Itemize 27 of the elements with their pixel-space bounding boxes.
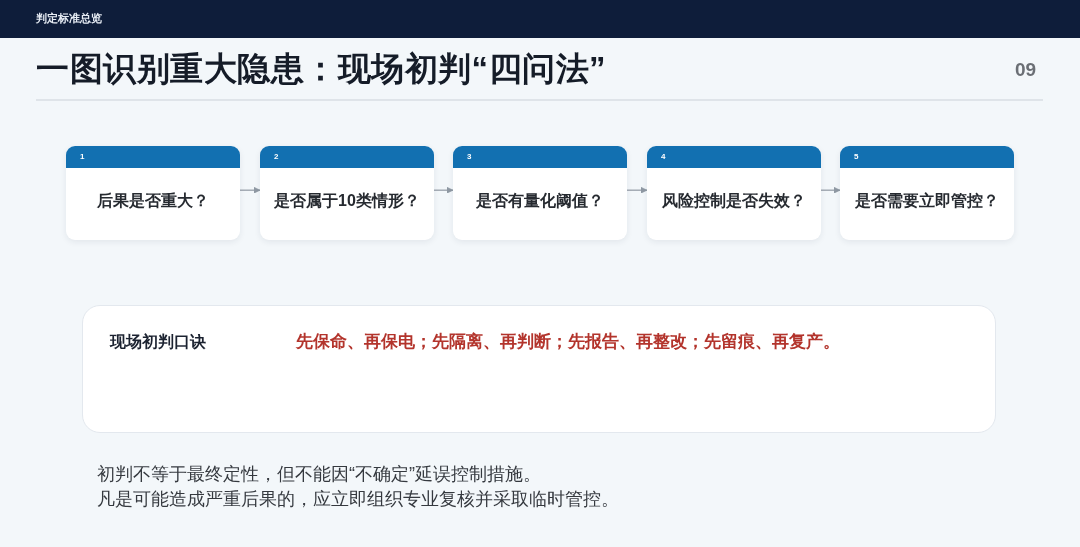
question-text: 是否有量化阈值？ xyxy=(476,191,604,211)
step-header: 2 xyxy=(260,146,434,168)
question-card xyxy=(647,146,821,240)
page-number: 09 xyxy=(1015,59,1037,81)
question-text: 风险控制是否失效？ xyxy=(662,191,806,211)
arrow xyxy=(433,186,454,194)
arrow xyxy=(626,186,648,194)
question-text: 后果是否重大？ xyxy=(97,191,209,211)
section-label: 判定标准总览 xyxy=(36,12,102,25)
step-header: 5 xyxy=(840,146,1014,168)
note-text: 凡是可能造成严重后果的，应立即组织专业复核并采取临时管控。 xyxy=(97,488,619,510)
arrow xyxy=(820,186,841,194)
arrow xyxy=(239,186,261,194)
mnemonic-panel xyxy=(82,305,996,433)
question-card xyxy=(260,146,434,240)
step-header: 3 xyxy=(453,146,627,168)
question-text: 是否属于10类情形？ xyxy=(274,191,420,211)
question-text: 是否需要立即管控？ xyxy=(855,191,999,211)
title: 一图识别重大隐患：现场初判“四问法” xyxy=(36,49,606,89)
step-header: 1 xyxy=(66,146,240,168)
step-header: 4 xyxy=(647,146,821,168)
mnemonic-text: 先保命、再保电；先隔离、再判断；先报告、再整改；先留痕、再复产。 xyxy=(296,331,840,352)
question-card xyxy=(840,146,1014,240)
question-card xyxy=(66,146,240,240)
question-card xyxy=(453,146,627,240)
panel-heading: 现场初判口诀 xyxy=(110,332,206,352)
note-text: 初判不等于最终定性，但不能因“不确定”延误控制措施。 xyxy=(97,463,541,485)
